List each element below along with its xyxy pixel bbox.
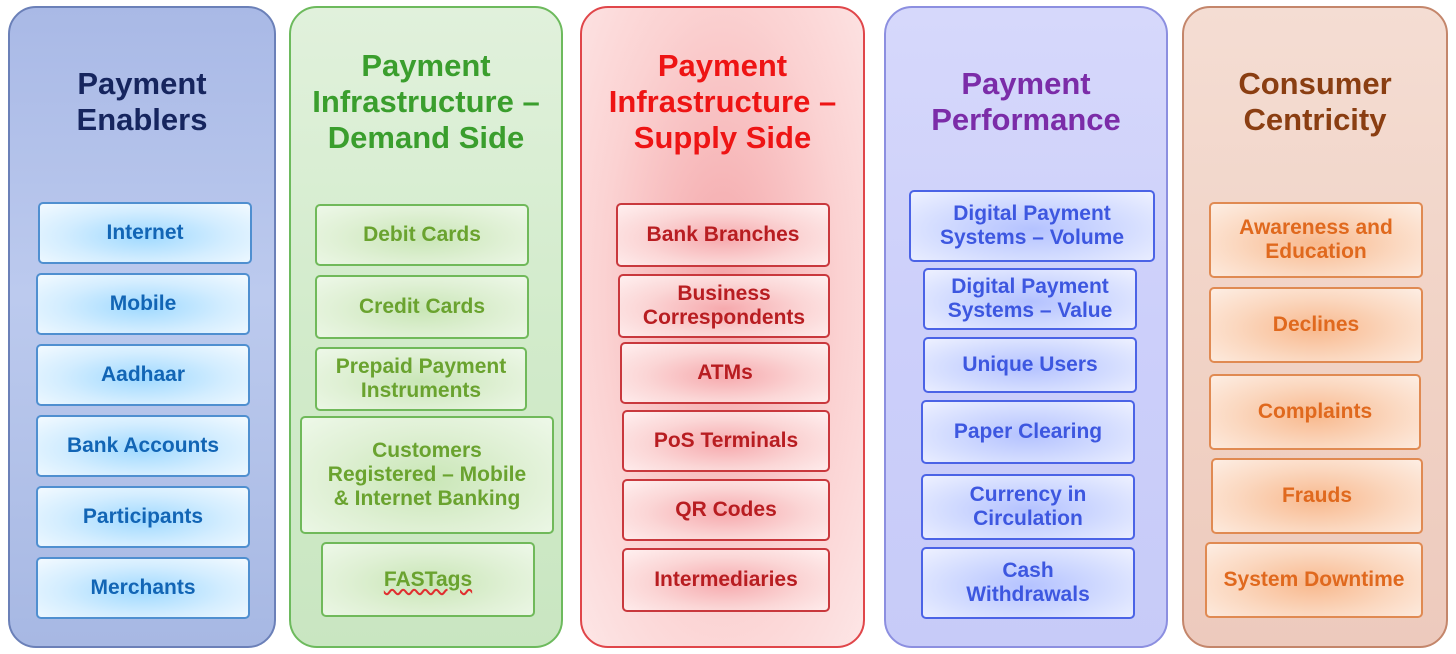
column-title-line: Payment (77, 66, 207, 101)
item-mobile: Mobile (36, 273, 250, 335)
column-title: Consumer Centricity (1184, 66, 1446, 138)
item-label-line: Systems – Volume (939, 226, 1125, 249)
item-label: Participants (82, 505, 204, 528)
item-label: Digital Payment Systems – Volume (940, 202, 1124, 250)
column-infrastructure-demand: Payment Infrastructure – Demand Side Deb… (289, 6, 563, 648)
column-title-line: Centricity (1243, 102, 1387, 137)
item-label-line: Digital Payment (951, 275, 1109, 298)
item-label-line: Circulation (973, 507, 1083, 530)
item-label: Mobile (109, 292, 177, 315)
column-title-line: Consumer (1238, 66, 1392, 101)
column-title-line: Infrastructure – (608, 84, 837, 119)
item-label-line: & Internet Banking (333, 487, 521, 510)
item-label: QR Codes (675, 498, 777, 521)
item-unique-users: Unique Users (923, 337, 1137, 393)
column-payment-enablers: Payment Enablers Internet Mobile Aadhaar… (8, 6, 276, 648)
item-label: Internet (106, 221, 184, 244)
item-label-line: Customers (372, 439, 482, 462)
item-merchants: Merchants (36, 557, 250, 619)
column-infrastructure-supply: Payment Infrastructure – Supply Side Ban… (580, 6, 865, 648)
item-label: FASTags (383, 567, 473, 591)
item-paper-clearing: Paper Clearing (921, 400, 1135, 464)
item-label-line: Business (677, 282, 771, 305)
item-label-line: Registered – Mobile (327, 463, 527, 486)
item-label-line: Currency in (969, 483, 1087, 506)
item-label: ATMs (697, 361, 753, 384)
column-title-line: Enablers (76, 102, 208, 137)
item-declines: Declines (1209, 287, 1423, 363)
column-title-line: Performance (931, 102, 1121, 137)
item-label: Bank Branches (646, 223, 800, 246)
item-label: Paper Clearing (953, 420, 1103, 443)
item-label: Digital Payment Systems – Value (948, 275, 1113, 323)
column-title: Payment Infrastructure – Demand Side (291, 48, 561, 156)
item-complaints: Complaints (1209, 374, 1421, 450)
item-prepaid-payment-instruments: Prepaid Payment Instruments (315, 347, 527, 411)
column-consumer-centricity: Consumer Centricity Awareness and Educat… (1182, 6, 1448, 648)
item-label: Bank Accounts (66, 434, 220, 457)
item-system-downtime: System Downtime (1205, 542, 1423, 618)
item-label: Frauds (1281, 484, 1352, 507)
item-participants: Participants (36, 486, 250, 548)
item-label: PoS Terminals (653, 429, 799, 452)
column-title-line: Demand Side (327, 120, 525, 155)
item-label: Currency in Circulation (970, 483, 1087, 531)
item-label-line: Awareness and (1239, 216, 1393, 239)
item-aadhaar: Aadhaar (36, 344, 250, 406)
item-label: Debit Cards (363, 223, 481, 246)
column-title-line: Payment (657, 48, 788, 83)
item-label-line: Cash (1002, 559, 1054, 582)
item-label: Complaints (1257, 400, 1373, 423)
column-title-line: Supply Side (633, 120, 812, 155)
item-label-line: Education (1265, 240, 1367, 263)
column-title: Payment Enablers (10, 66, 274, 138)
column-title: Payment Infrastructure – Supply Side (582, 48, 863, 156)
item-pos-terminals: PoS Terminals (622, 410, 830, 472)
item-label: System Downtime (1223, 568, 1405, 591)
item-label: Awareness and Education (1239, 216, 1393, 264)
item-label: Aadhaar (100, 363, 186, 386)
item-label-line: Correspondents (642, 306, 806, 329)
column-title-line: Infrastructure – (312, 84, 540, 119)
item-cash-withdrawals: Cash Withdrawals (921, 547, 1135, 619)
item-fastags: FASTags (321, 542, 535, 617)
item-bank-accounts: Bank Accounts (36, 415, 250, 477)
column-title-line: Payment (361, 48, 491, 83)
item-atms: ATMs (620, 342, 830, 404)
column-title: Payment Performance (886, 66, 1166, 138)
item-label: Cash Withdrawals (966, 559, 1090, 607)
item-bank-branches: Bank Branches (616, 203, 830, 267)
item-label: Intermediaries (654, 568, 798, 591)
item-business-correspondents: Business Correspondents (618, 274, 830, 338)
item-label: Prepaid Payment Instruments (336, 355, 506, 403)
item-customers-registered: Customers Registered – Mobile & Internet… (300, 416, 554, 534)
item-label: Customers Registered – Mobile & Internet… (328, 439, 526, 511)
item-debit-cards: Debit Cards (315, 204, 529, 266)
item-label: Credit Cards (358, 295, 486, 318)
item-label: Merchants (90, 576, 196, 599)
item-label-line: Prepaid Payment (335, 355, 507, 378)
item-label-line: Withdrawals (966, 583, 1090, 606)
item-frauds: Frauds (1211, 458, 1423, 534)
item-credit-cards: Credit Cards (315, 275, 529, 339)
item-intermediaries: Intermediaries (622, 548, 830, 612)
column-payment-performance: Payment Performance Digital Payment Syst… (884, 6, 1168, 648)
item-label: Unique Users (962, 353, 1098, 376)
item-label-line: Systems – Value (947, 299, 1113, 322)
item-qr-codes: QR Codes (622, 479, 830, 541)
item-label-line: Instruments (360, 379, 482, 402)
item-awareness-education: Awareness and Education (1209, 202, 1423, 278)
item-label-line: Digital Payment (953, 202, 1111, 225)
item-digital-payment-volume: Digital Payment Systems – Volume (909, 190, 1155, 262)
column-title-line: Payment (961, 66, 1091, 101)
item-label: Business Correspondents (643, 282, 805, 330)
item-digital-payment-value: Digital Payment Systems – Value (923, 268, 1137, 330)
item-internet: Internet (38, 202, 252, 264)
item-label: Declines (1272, 313, 1360, 336)
item-currency-in-circulation: Currency in Circulation (921, 474, 1135, 540)
